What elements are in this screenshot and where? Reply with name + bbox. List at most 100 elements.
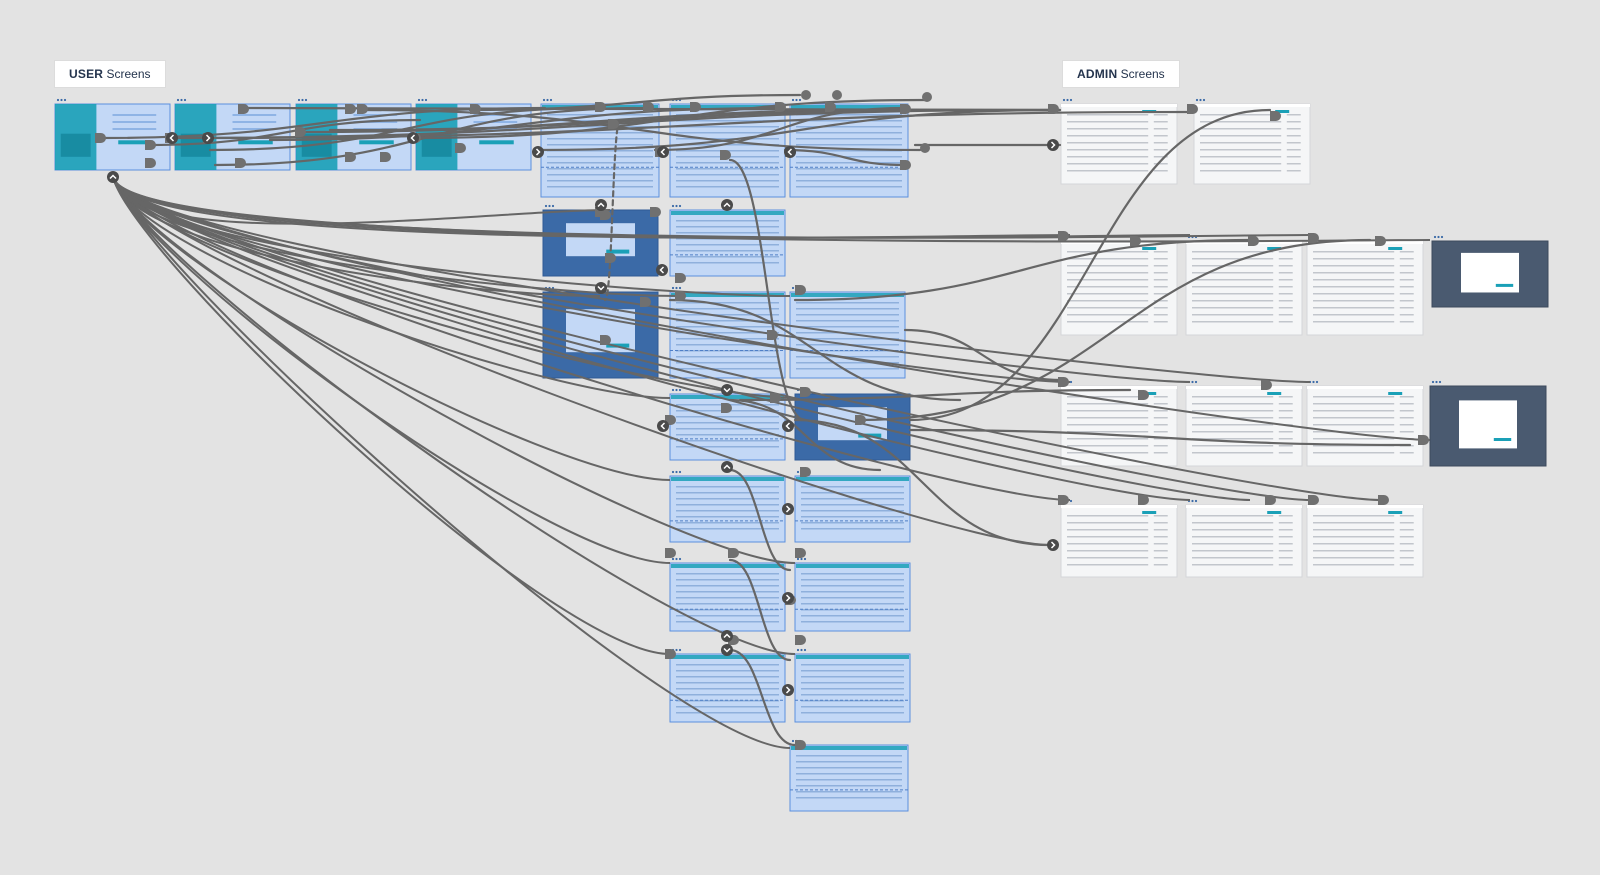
options-dots-icon[interactable]	[1187, 499, 1198, 503]
connector-handle-icon[interactable]	[95, 133, 106, 143]
options-dots-icon[interactable]	[1062, 380, 1073, 384]
user-modal-invoice[interactable]	[794, 388, 911, 461]
options-dots-icon[interactable]	[1187, 380, 1198, 384]
connector-handle-icon[interactable]	[775, 102, 786, 112]
options-dots-icon[interactable]	[297, 98, 308, 102]
connector-arrow-icon[interactable]	[782, 503, 794, 515]
options-dots-icon[interactable]	[796, 388, 807, 392]
user-screen-forgot[interactable]	[295, 98, 412, 171]
options-dots-icon[interactable]	[671, 204, 682, 208]
connector-handle-icon[interactable]	[770, 393, 781, 403]
options-dots-icon[interactable]	[671, 98, 682, 102]
admin-screen-audit-detail[interactable]	[1185, 380, 1303, 467]
options-dots-icon[interactable]	[796, 557, 807, 561]
connector-handle-icon[interactable]	[345, 104, 356, 114]
connector-arrow-icon[interactable]	[657, 420, 669, 432]
connector-handle-icon[interactable]	[1187, 104, 1198, 114]
user-screen-reset[interactable]	[415, 98, 532, 171]
connector-handle-icon[interactable]	[380, 152, 391, 162]
user-screen-support-detail[interactable]	[794, 648, 911, 723]
connector-handle-icon[interactable]	[728, 635, 739, 645]
options-dots-icon[interactable]	[671, 388, 682, 392]
connector-handle-icon[interactable]	[600, 210, 611, 220]
connector-handle-icon[interactable]	[800, 387, 811, 397]
connector-handle-icon[interactable]	[1058, 231, 1069, 241]
options-dots-icon[interactable]	[1308, 499, 1319, 503]
user-screen-orders[interactable]	[669, 98, 786, 198]
user-screen-help[interactable]	[789, 739, 909, 812]
connector-arrow-icon[interactable]	[784, 146, 796, 158]
connector-handle-icon[interactable]	[145, 140, 156, 150]
connector-handle-icon[interactable]	[675, 291, 686, 301]
connector-handle-icon[interactable]	[470, 104, 481, 114]
connector-handle-icon[interactable]	[595, 102, 606, 112]
wire-endpoint[interactable]	[920, 143, 930, 153]
user-screen-dashboard[interactable]	[540, 98, 660, 198]
connector-handle-icon[interactable]	[1418, 435, 1429, 445]
options-dots-icon[interactable]	[791, 286, 802, 290]
user-screen-profile[interactable]	[669, 204, 786, 277]
user-screen-settings-detail[interactable]	[794, 557, 911, 632]
options-dots-icon[interactable]	[1433, 235, 1444, 239]
connector-arrow-icon[interactable]	[721, 644, 733, 656]
options-dots-icon[interactable]	[1062, 98, 1073, 102]
connector-handle-icon[interactable]	[238, 104, 249, 114]
connector-arrow-icon[interactable]	[721, 199, 733, 211]
connector-handle-icon[interactable]	[1138, 390, 1149, 400]
connector-handle-icon[interactable]	[1375, 236, 1386, 246]
connector-handle-icon[interactable]	[721, 403, 732, 413]
connector-handle-icon[interactable]	[665, 649, 676, 659]
connector-handle-icon[interactable]	[900, 160, 911, 170]
options-dots-icon[interactable]	[791, 98, 802, 102]
options-dots-icon[interactable]	[544, 286, 555, 290]
admin-screen-audit[interactable]	[1060, 380, 1178, 467]
options-dots-icon[interactable]	[1308, 380, 1319, 384]
connector-handle-icon[interactable]	[455, 143, 466, 153]
connector-arrow-icon[interactable]	[782, 684, 794, 696]
connector-arrow-icon[interactable]	[657, 146, 669, 158]
options-dots-icon[interactable]	[796, 648, 807, 652]
options-dots-icon[interactable]	[1062, 499, 1073, 503]
user-screen-support[interactable]	[669, 648, 786, 723]
connector-handle-icon[interactable]	[795, 635, 806, 645]
connector-handle-icon[interactable]	[165, 133, 176, 143]
user-screen-settings[interactable]	[669, 557, 786, 632]
connector-handle-icon[interactable]	[900, 104, 911, 114]
user-modal-confirm[interactable]	[542, 204, 659, 277]
connector-arrow-icon[interactable]	[166, 132, 178, 144]
admin-screen-logs[interactable]	[1306, 380, 1424, 467]
user-screen-reports[interactable]	[669, 470, 786, 543]
connector-arrow-icon[interactable]	[595, 199, 607, 211]
connector-handle-icon[interactable]	[595, 207, 606, 217]
admin-screen-billing[interactable]	[1060, 499, 1178, 578]
connector-handle-icon[interactable]	[1265, 495, 1276, 505]
connector-handle-icon[interactable]	[728, 548, 739, 558]
options-dots-icon[interactable]	[1195, 98, 1206, 102]
connector-arrow-icon[interactable]	[107, 171, 119, 183]
connector-handle-icon[interactable]	[785, 147, 796, 157]
connector-handle-icon[interactable]	[640, 297, 651, 307]
options-dots-icon[interactable]	[1308, 235, 1319, 239]
user-screen-order-detail[interactable]	[789, 98, 909, 198]
options-dots-icon[interactable]	[544, 204, 555, 208]
options-dots-icon[interactable]	[671, 557, 682, 561]
connector-handle-icon[interactable]	[605, 253, 616, 263]
connector-arrow-icon[interactable]	[721, 630, 733, 642]
connector-handle-icon[interactable]	[650, 207, 661, 217]
admin-screen-exports[interactable]	[1306, 499, 1424, 578]
connector-handle-icon[interactable]	[1130, 236, 1141, 246]
connector-handle-icon[interactable]	[643, 102, 654, 112]
connector-handle-icon[interactable]	[1138, 495, 1149, 505]
user-screen-payments[interactable]	[669, 286, 786, 379]
user-screen-report-detail[interactable]	[794, 470, 911, 543]
connector-handle-icon[interactable]	[1308, 233, 1319, 243]
admin-screen-user-detail[interactable]	[1193, 98, 1311, 185]
connector-handle-icon[interactable]	[410, 133, 421, 143]
options-dots-icon[interactable]	[671, 648, 682, 652]
connector-handle-icon[interactable]	[825, 102, 836, 112]
connector-handle-icon[interactable]	[800, 467, 811, 477]
connector-arrow-icon[interactable]	[532, 146, 544, 158]
connector-handle-icon[interactable]	[345, 152, 356, 162]
admin-screen-accounts[interactable]	[1060, 235, 1178, 336]
options-dots-icon[interactable]	[671, 470, 682, 474]
